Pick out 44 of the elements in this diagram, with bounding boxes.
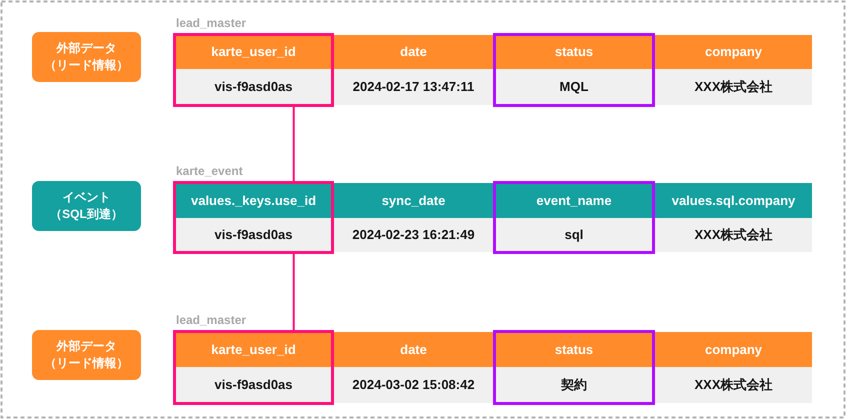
data-table xyxy=(173,312,812,406)
connector-line xyxy=(292,254,295,330)
column-name: karte_user_id xyxy=(211,342,296,358)
table-name: lead_master xyxy=(176,313,246,328)
column-name: values.sql.company xyxy=(672,192,796,208)
field-value: MQL xyxy=(560,79,588,95)
field-value: vis-f9asd0as xyxy=(214,79,293,95)
table-name: lead_master xyxy=(176,16,246,31)
data-table xyxy=(173,163,812,255)
field-value: sql xyxy=(564,227,584,243)
source-label: イベント（SQL到達） xyxy=(49,189,124,223)
highlighted-column xyxy=(173,330,334,405)
field-value: XXX株式会社 xyxy=(694,79,772,95)
source-label: 外部データ（リード情報） xyxy=(44,40,130,74)
highlighted-column xyxy=(493,33,655,107)
field-value: 2024-02-23 16:21:49 xyxy=(352,227,475,243)
source-box xyxy=(32,32,141,82)
column-name: company xyxy=(704,44,762,60)
column-name: karte_user_id xyxy=(211,44,296,60)
data-table xyxy=(173,15,812,108)
field-value: 2024-02-17 13:47:11 xyxy=(352,79,474,95)
field-value: XXX株式会社 xyxy=(694,377,772,393)
column-name: values._keys.use_id xyxy=(190,192,316,208)
column-name: event_name xyxy=(536,192,612,208)
table-name: karte_event xyxy=(176,164,243,179)
column-name: date xyxy=(400,44,427,60)
column-name: status xyxy=(554,342,594,358)
connector-line xyxy=(292,107,295,181)
highlighted-column xyxy=(493,181,655,254)
field-value: 契約 xyxy=(561,377,587,393)
source-box xyxy=(32,181,141,231)
field-value: 2024-03-02 15:08:42 xyxy=(352,377,475,393)
column-name: company xyxy=(704,342,762,358)
highlighted-column xyxy=(493,330,655,405)
field-value: XXX株式会社 xyxy=(694,227,772,243)
highlighted-column xyxy=(173,181,334,254)
column-name: status xyxy=(554,44,594,60)
column-name: date xyxy=(400,342,427,358)
column-name: sync_date xyxy=(382,192,446,208)
field-value: vis-f9asd0as xyxy=(214,227,293,243)
source-label: 外部データ（リード情報） xyxy=(44,338,130,372)
field-value: vis-f9asd0as xyxy=(214,377,293,393)
source-box xyxy=(32,330,141,380)
highlighted-column xyxy=(173,33,334,107)
